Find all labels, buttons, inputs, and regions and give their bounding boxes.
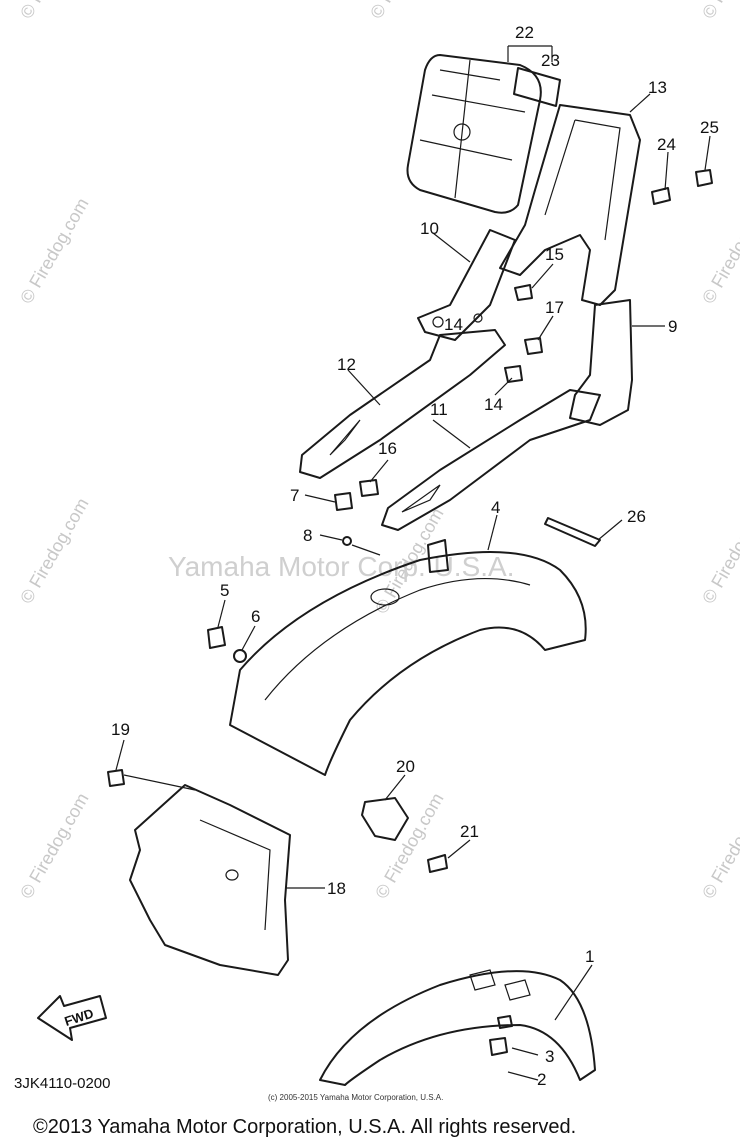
callout-20: 20 bbox=[396, 757, 415, 776]
part-backrest-pad bbox=[406, 54, 542, 214]
watermark-firedog: © Firedog.com bbox=[371, 790, 447, 902]
watermark-firedog: © Firedog.com bbox=[16, 195, 92, 307]
callout-12: 12 bbox=[337, 355, 356, 374]
watermark-firedog: © Firedog.com bbox=[698, 495, 740, 607]
callout-5: 5 bbox=[220, 581, 229, 600]
diagram-code: 3JK4110-0200 bbox=[14, 1075, 110, 1092]
callout-4: 4 bbox=[491, 498, 500, 517]
part-front-fender bbox=[319, 969, 596, 1086]
callout-21: 21 bbox=[460, 822, 479, 841]
part-fender-bracket bbox=[361, 797, 409, 841]
callout-2: 2 bbox=[537, 1070, 546, 1089]
callout-26: 26 bbox=[627, 507, 646, 526]
callout-22: 22 bbox=[515, 23, 534, 42]
callout-24: 24 bbox=[657, 135, 676, 154]
callout-10: 10 bbox=[420, 219, 439, 238]
callout-3: 3 bbox=[545, 1047, 554, 1066]
callout-8: 8 bbox=[303, 526, 312, 545]
callout-19: 19 bbox=[111, 720, 130, 739]
callout-9: 9 bbox=[668, 317, 677, 336]
part-backrest-plate bbox=[513, 67, 561, 107]
watermark-firedog: © Firedog.com bbox=[16, 0, 92, 22]
watermark-firedog: © Firedog.com bbox=[366, 0, 442, 22]
callout-11: 11 bbox=[430, 400, 448, 419]
callout-17: 17 bbox=[545, 298, 564, 317]
callout-7: 7 bbox=[290, 486, 299, 505]
callout-1: 1 bbox=[585, 947, 594, 966]
watermark-yamaha: Yamaha Motor Corp. U.S.A. bbox=[168, 551, 515, 582]
part-hardware bbox=[107, 169, 713, 1056]
callout-14a: 14 bbox=[444, 315, 463, 334]
part-reflector bbox=[544, 517, 601, 547]
watermark-firedog: © Firedog.com bbox=[698, 0, 740, 22]
callout-14b: 14 bbox=[484, 395, 503, 414]
part-backrest-frame bbox=[499, 104, 641, 306]
callout-16: 16 bbox=[378, 439, 397, 458]
part-inner-fender bbox=[129, 784, 291, 976]
part-side-bar-right bbox=[381, 389, 601, 531]
watermark-firedog: © Firedog.com bbox=[698, 790, 740, 902]
leader-lines bbox=[115, 45, 711, 1081]
footer-copyright: ©2013 Yamaha Motor Corporation, U.S.A. A… bbox=[33, 1116, 576, 1138]
callout-13: 13 bbox=[648, 78, 667, 97]
part-side-plate bbox=[569, 299, 633, 426]
callout-6: 6 bbox=[251, 607, 260, 626]
part-rear-fender bbox=[229, 539, 587, 776]
copyright-small: (c) 2005-2015 Yamaha Motor Corporation, … bbox=[268, 1093, 443, 1102]
part-bracket bbox=[417, 229, 516, 341]
callout-18: 18 bbox=[327, 879, 346, 898]
callouts: 1 2 3 4 5 6 7 8 9 10 11 12 13 14 14 15 1… bbox=[111, 23, 719, 1089]
watermark-firedog: © Firedog.com bbox=[16, 790, 92, 902]
watermark-firedog: © Firedog.com bbox=[698, 195, 740, 307]
callout-25: 25 bbox=[700, 118, 719, 137]
watermark-firedog: © Firedog.com bbox=[16, 495, 92, 607]
part-side-bar-left bbox=[299, 329, 506, 479]
fwd-arrow: FWD bbox=[37, 995, 107, 1041]
callout-23: 23 bbox=[541, 51, 560, 70]
callout-15: 15 bbox=[545, 245, 564, 264]
